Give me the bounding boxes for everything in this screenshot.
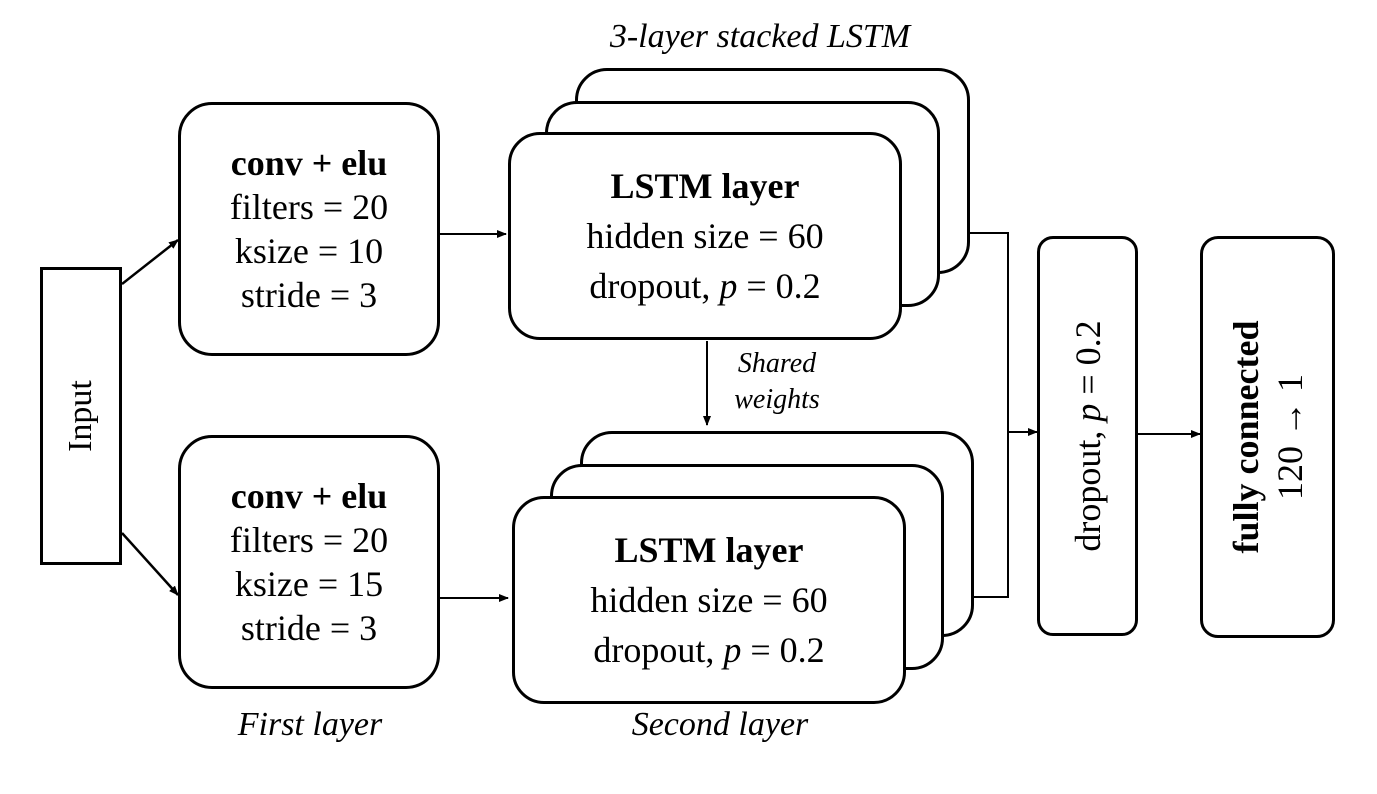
caption-second-layer: Second layer xyxy=(631,706,809,743)
edge-input-conv-top xyxy=(121,239,179,285)
shared-line1: Shared xyxy=(737,348,817,379)
lstm-node-bottom: LSTM layer hidden size = 60 dropout, p =… xyxy=(512,496,906,704)
lstm-bottom-title: LSTM layer xyxy=(614,530,804,570)
dropout-prefix: dropout, xyxy=(1067,421,1108,552)
conv-top-title: conv + elu xyxy=(230,143,388,183)
lstm-top-dropout-var: p xyxy=(719,266,738,306)
conv-bottom-stride: stride = 3 xyxy=(240,608,378,648)
dropout-var: p xyxy=(1067,403,1108,422)
conv-node-bottom: conv + elu filters = 20 ksize = 15 strid… xyxy=(178,435,440,689)
lstm-bottom-dropout-prefix: dropout, xyxy=(593,630,724,670)
lstm-top-title: LSTM layer xyxy=(610,166,800,206)
lstm-bottom-dropout-var: p xyxy=(723,630,742,670)
dropout-node: dropout, p = 0.2 xyxy=(1037,236,1138,636)
conv-node-top: conv + elu filters = 20 ksize = 10 strid… xyxy=(178,102,440,356)
conv-bottom-title: conv + elu xyxy=(230,476,388,516)
fc-label: fully connected 120 → 1 xyxy=(1224,321,1312,554)
dropout-label: dropout, p = 0.2 xyxy=(1067,320,1109,551)
caption-stacked-lstm: 3-layer stacked LSTM xyxy=(609,18,911,55)
fully-connected-node: fully connected 120 → 1 xyxy=(1200,236,1335,638)
caption-first-layer: First layer xyxy=(237,706,383,743)
fc-mapping: 120 → 1 xyxy=(1269,374,1310,501)
input-node: Input xyxy=(40,267,122,565)
lstm-bottom-dropout-eq: = 0.2 xyxy=(741,630,825,670)
edge-input-conv-bottom xyxy=(121,532,179,596)
caption-shared-weights: Shared weights xyxy=(712,346,842,418)
conv-bottom-filters: filters = 20 xyxy=(229,520,389,560)
conv-top-filters: filters = 20 xyxy=(229,187,389,227)
lstm-top-dropout-eq: = 0.2 xyxy=(737,266,821,306)
shared-line2: weights xyxy=(734,384,820,415)
lstm-bottom-dropout: dropout, p = 0.2 xyxy=(593,625,824,675)
conv-bottom-ksize: ksize = 15 xyxy=(234,564,384,604)
fc-title: fully connected xyxy=(1225,320,1266,554)
dropout-eq: = 0.2 xyxy=(1067,320,1108,404)
lstm-top-dropout: dropout, p = 0.2 xyxy=(589,261,820,311)
conv-top-ksize: ksize = 10 xyxy=(234,231,384,271)
lstm-top-dropout-prefix: dropout, xyxy=(589,266,720,306)
lstm-node-top: LSTM layer hidden size = 60 dropout, p =… xyxy=(508,132,902,340)
lstm-bottom-hidden: hidden size = 60 xyxy=(590,580,828,620)
lstm-top-hidden: hidden size = 60 xyxy=(586,216,824,256)
input-label: Input xyxy=(62,380,99,452)
edge-lstm-top-merge xyxy=(969,232,1009,598)
conv-top-stride: stride = 3 xyxy=(240,275,378,315)
